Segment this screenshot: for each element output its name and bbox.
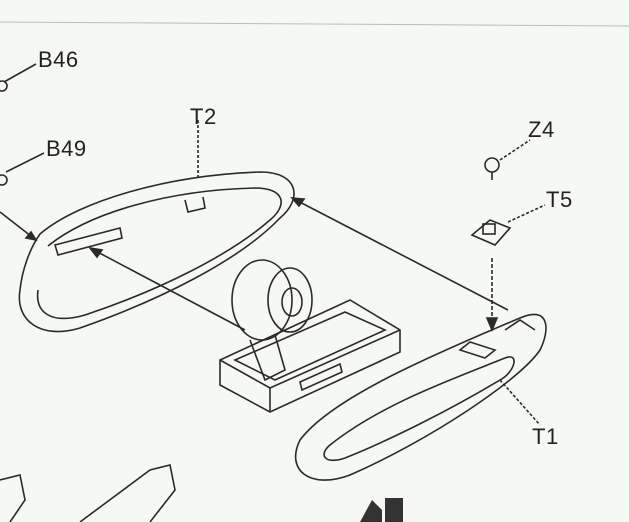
partial-part-mid	[79, 464, 176, 522]
label-t1: T1	[532, 424, 559, 449]
leader-b46	[0, 63, 37, 92]
assembly-symbol-icon	[360, 498, 403, 522]
leader-b49	[0, 152, 45, 186]
part-t2-cover	[18, 120, 295, 333]
page-edge	[0, 21, 629, 27]
part-base	[219, 299, 401, 413]
label-t5: T5	[546, 187, 573, 212]
label-t2: T2	[190, 104, 217, 129]
label-z4: Z4	[528, 117, 555, 142]
part-t1	[294, 313, 547, 481]
partial-part-left	[0, 474, 26, 522]
label-b46: B46	[38, 47, 79, 72]
arrow-to-t2	[89, 247, 246, 331]
part-wheel	[231, 259, 313, 382]
part-t5	[470, 204, 546, 246]
part-z4	[484, 139, 531, 180]
label-b49: B49	[46, 136, 87, 161]
arrow-to-t1	[291, 197, 509, 311]
